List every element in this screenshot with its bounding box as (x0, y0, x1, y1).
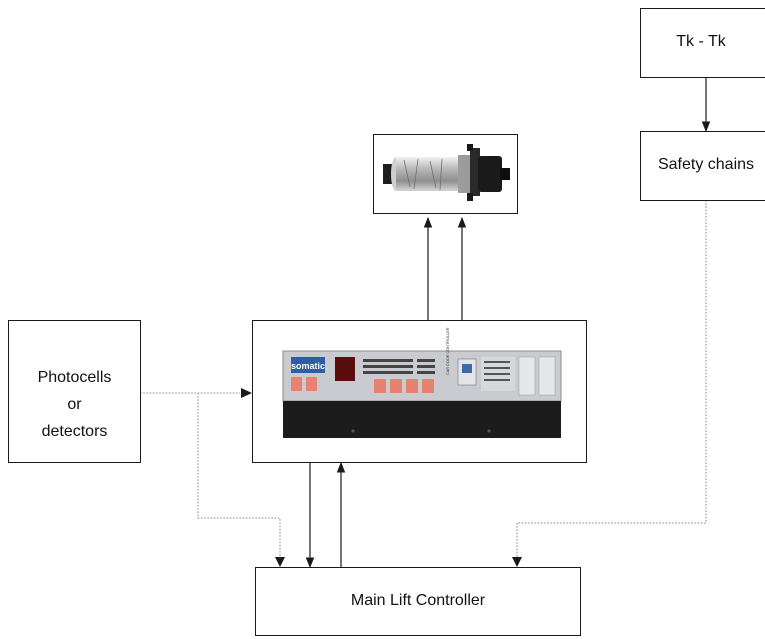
photocells-box: Photocells or detectors (8, 320, 141, 463)
safety-chains-box: Safety chains (640, 131, 765, 201)
photocells-label-line1: Photocells (37, 369, 112, 386)
arrowhead-safety-to-main (512, 557, 522, 567)
dotted-photocells-to-main (197, 393, 281, 560)
door-controller-box: somatic CAR DOOR CONTROLLER (252, 320, 587, 463)
controller-panel-text: CAR DOOR CONTROLLER (446, 327, 450, 375)
tk-tk-label: Tk - Tk (676, 33, 726, 50)
controller-brand-text: somatic (291, 361, 325, 371)
tk-tk-box: Tk - Tk (640, 8, 765, 78)
photocells-label-line2: or (67, 396, 82, 413)
dotted-safety-to-main (516, 200, 707, 560)
main-lift-controller-label: Main Lift Controller (350, 592, 486, 609)
arrowhead-photocells-to-controller (241, 388, 252, 398)
safety-chains-label: Safety chains (657, 156, 755, 173)
main-lift-controller-box: Main Lift Controller (255, 567, 581, 636)
door-controller-panel-icon: somatic CAR DOOR CONTROLLER (282, 327, 562, 438)
arrowhead-photocells-to-main (275, 557, 285, 567)
photocells-label-line3: detectors (41, 423, 108, 440)
door-motor-icon (383, 144, 510, 201)
door-motor-box (373, 134, 518, 214)
